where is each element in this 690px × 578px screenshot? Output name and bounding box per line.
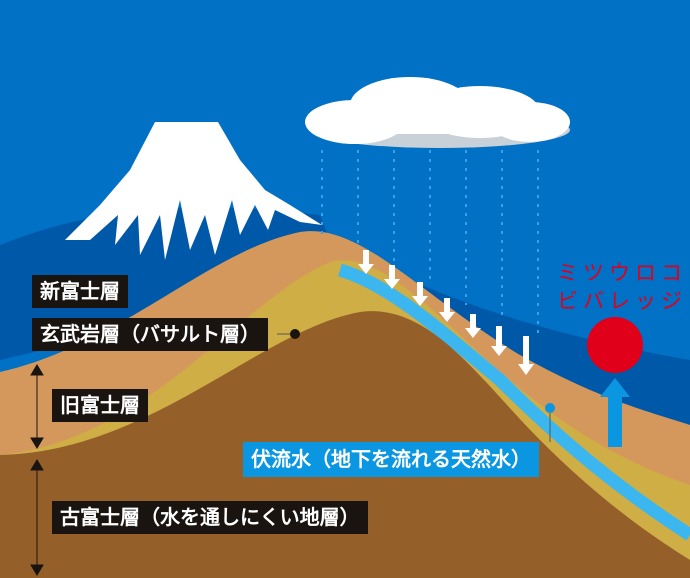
water-pointer-dot <box>545 403 555 413</box>
brand-circle <box>587 317 643 373</box>
brand-line2: ビバレッジ <box>557 289 687 313</box>
infiltration-arrows <box>358 250 534 375</box>
basalt-pointer-dot <box>290 329 300 339</box>
kyu-fuji-range-arrow <box>30 364 44 449</box>
up-arrow-icon <box>600 378 630 447</box>
snow-cap <box>65 122 322 260</box>
groundwater-flow <box>338 263 690 541</box>
label-ko-fuji: 古富士層（水を通しにくい地層） <box>52 501 368 534</box>
cloud <box>305 77 570 148</box>
label-basalt: 玄武岩層（バサルト層） <box>32 318 268 351</box>
ko-fuji-range-arrow <box>30 459 44 576</box>
label-groundwater: 伏流水（地下を流れる天然水） <box>243 442 539 477</box>
brand-line1: ミツウロコ <box>557 261 687 285</box>
rain <box>321 150 539 335</box>
label-kyu-fuji: 旧富士層 <box>52 389 148 422</box>
label-shin-fuji: 新富士層 <box>32 275 128 308</box>
